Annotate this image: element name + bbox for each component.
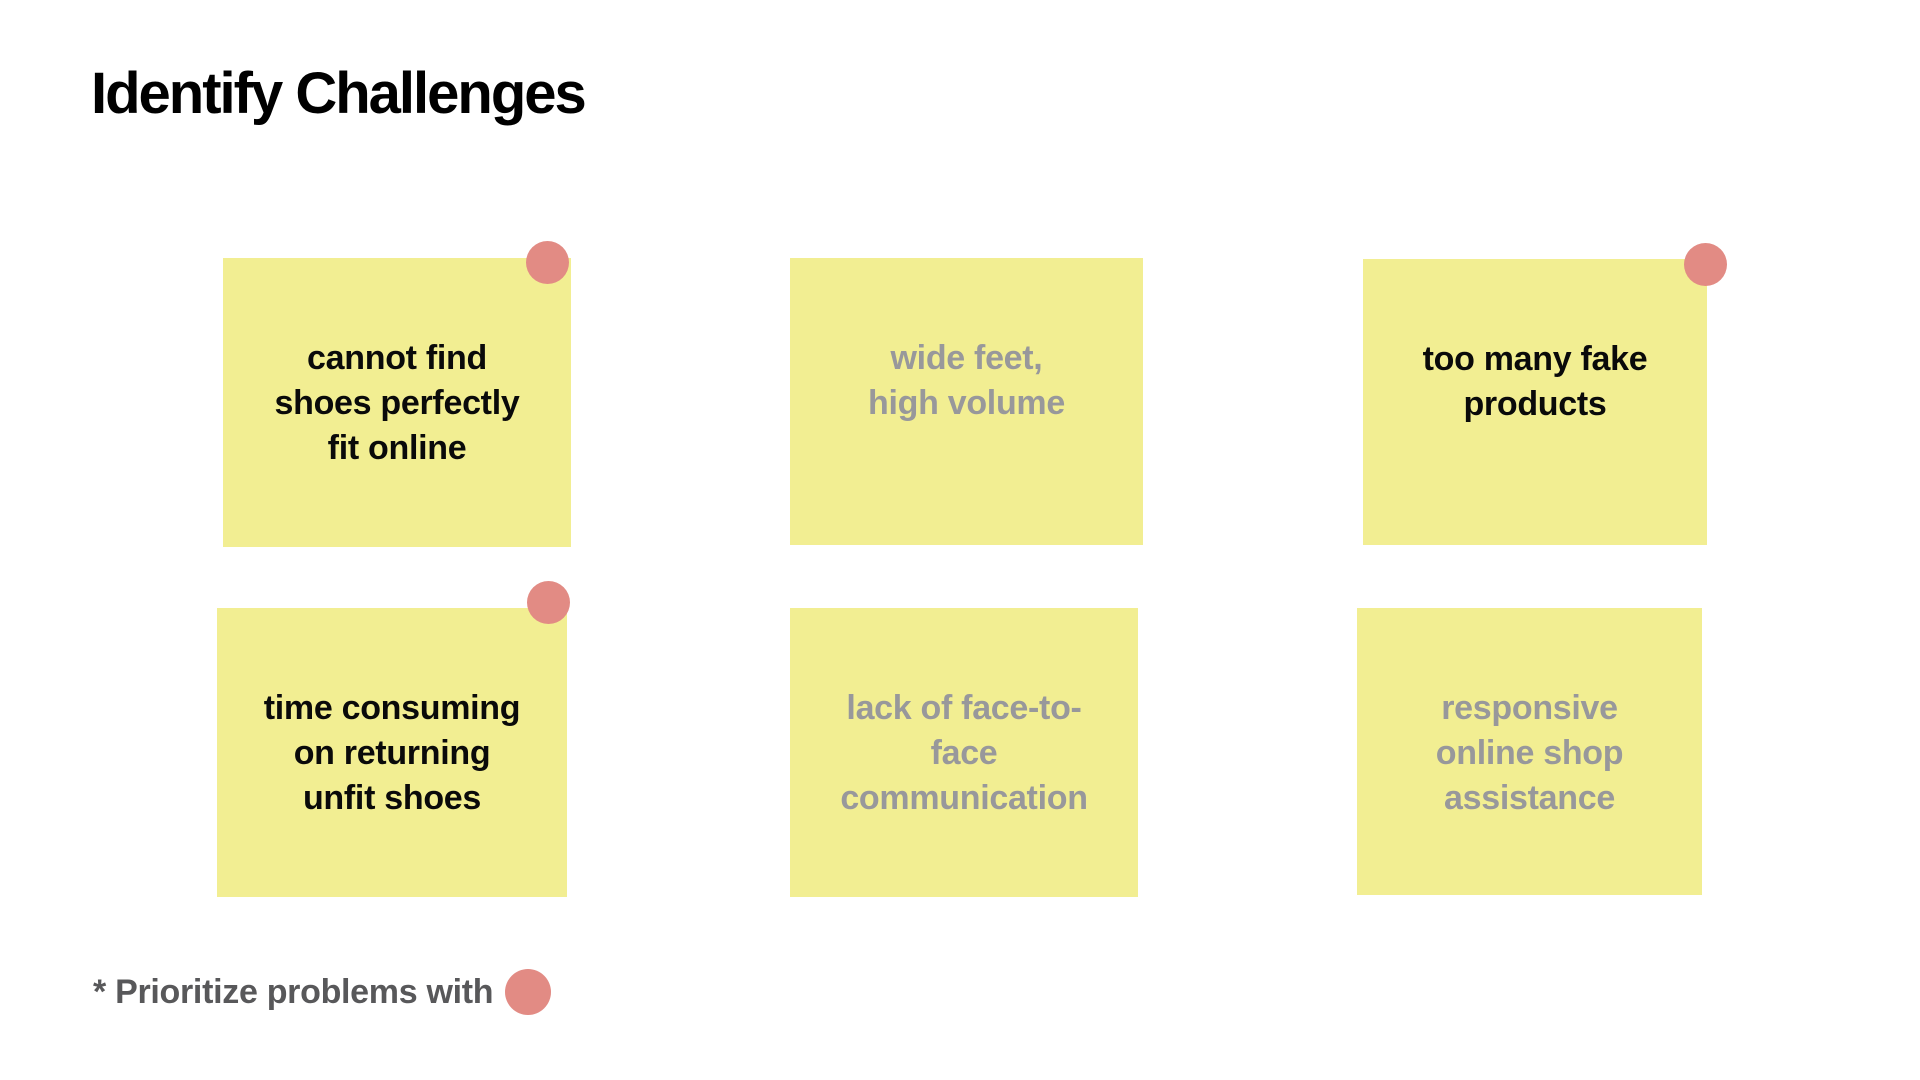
note-text: wide feet, high volume	[868, 339, 1065, 422]
sticky-note-cannot-find-shoes[interactable]: cannot find shoes perfectly fit online	[223, 241, 571, 547]
legend: * Prioritize problems with	[93, 969, 552, 1015]
sticky-note-lack-face-to-face[interactable]: lack of face-to- face communication	[790, 608, 1138, 897]
legend-label: * Prioritize problems with	[93, 972, 494, 1011]
note-text: too many fake products	[1422, 340, 1648, 423]
sticky-note-fake-products[interactable]: too many fake products	[1363, 243, 1727, 545]
sticky-note-time-consuming-returns[interactable]: time consuming on returning unfit shoes	[217, 581, 570, 897]
note-text: lack of face-to- face communication	[840, 689, 1088, 817]
priority-dot-icon[interactable]	[1684, 243, 1727, 286]
note-text: time consuming on returning unfit shoes	[263, 689, 521, 817]
priority-dot-icon[interactable]	[527, 581, 570, 624]
note-text: cannot find shoes perfectly fit online	[274, 339, 520, 467]
priority-dot-icon	[505, 969, 552, 1015]
note-text: responsive online shop assistance	[1435, 689, 1624, 817]
sticky-note-wide-feet[interactable]: wide feet, high volume	[790, 258, 1143, 545]
page-title: Identify Challenges	[91, 61, 587, 126]
sticky-note-responsive-assistance[interactable]: responsive online shop assistance	[1357, 608, 1702, 895]
priority-dot-icon[interactable]	[526, 241, 569, 284]
